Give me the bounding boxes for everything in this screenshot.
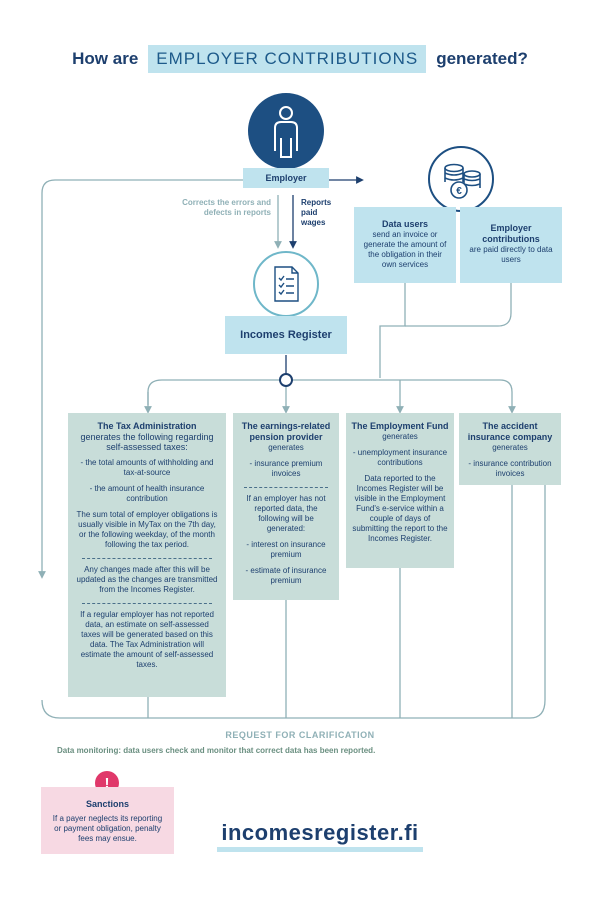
request-for-clarification-label: REQUEST FOR CLARIFICATION: [225, 730, 375, 740]
data-users-text: send an invoice or generate the amount o…: [363, 230, 447, 269]
employer-contributions-box: Employer contributions are paid directly…: [460, 207, 562, 283]
tax-paragraph-estimate: If a regular employer has not reported d…: [80, 610, 214, 669]
tax-item-withholding: - the total amounts of withholding and t…: [80, 458, 214, 477]
accident-sub: generates: [492, 443, 528, 452]
employment-fund-sub: generates: [382, 432, 418, 441]
corrects-label: Corrects the errors and defects in repor…: [182, 198, 271, 217]
employer-label: Employer: [265, 173, 307, 183]
pension-item-invoices: - insurance premium invoices: [249, 459, 323, 478]
pension-provider-box: The earnings-related pension provider ge…: [233, 413, 339, 600]
title-highlight: EMPLOYER CONTRIBUTIONS: [148, 45, 427, 73]
tax-administration-box: The Tax Administration generates the fol…: [68, 413, 226, 697]
divider: [82, 603, 212, 604]
data-users-heading: Data users: [381, 219, 429, 229]
title-suffix: generated?: [436, 49, 528, 68]
sanctions-text: If a payer neglects its reporting or pay…: [52, 814, 163, 843]
employment-fund-heading: The Employment Fund: [351, 421, 449, 431]
incomes-register-label: Incomes Register: [240, 329, 332, 341]
employer-contributions-text: are paid directly to data users: [469, 245, 553, 264]
pension-item-estimate: - estimate of insurance premium: [245, 566, 327, 585]
incomes-register-box: Incomes Register: [225, 316, 347, 354]
exclamation-glyph: !: [104, 774, 110, 792]
pension-paragraph: If an employer has not reported data, th…: [246, 494, 326, 533]
checklist-document-icon: [253, 251, 319, 317]
employer-box: Employer: [243, 168, 329, 188]
pension-item-interest: - interest on insurance premium: [246, 540, 326, 559]
pension-heading: The earnings-related pension provider: [241, 421, 331, 442]
svg-text:€: €: [456, 186, 462, 197]
sanctions-heading: Sanctions: [85, 799, 129, 809]
tax-sub: generates the following regarding self-a…: [80, 432, 214, 452]
tax-item-health: - the amount of health insurance contrib…: [89, 484, 205, 503]
junction-node: [279, 373, 293, 387]
accident-heading: The accident insurance company: [467, 421, 553, 442]
employment-fund-paragraph: Data reported to the Incomes Register wi…: [352, 474, 448, 543]
tax-heading: The Tax Administration: [97, 421, 197, 431]
divider: [244, 487, 328, 488]
data-monitoring-text: Data monitoring: data users check and mo…: [57, 746, 376, 755]
employer-contributions-heading: Employer contributions: [482, 223, 540, 244]
reports-label: Reports paid wages: [301, 198, 332, 227]
data-users-box: Data users send an invoice or generate t…: [354, 207, 456, 283]
person-icon: [248, 93, 324, 169]
sanctions-box: Sanctions If a payer neglects its report…: [41, 787, 174, 854]
page-title: How are EMPLOYER CONTRIBUTIONS generated…: [0, 44, 600, 74]
title-prefix: How are: [72, 49, 139, 68]
employment-fund-item: - unemployment insurance contributions: [352, 448, 448, 467]
pension-sub: generates: [268, 443, 304, 452]
tax-paragraph-mytax: The sum total of employer obligations is…: [76, 510, 218, 549]
accident-insurance-box: The accident insurance company generates…: [459, 413, 561, 485]
site-link[interactable]: incomesregister.fi: [221, 820, 419, 845]
coins-euro-icon: €: [428, 146, 494, 212]
employment-fund-box: The Employment Fund generates - unemploy…: [346, 413, 454, 568]
divider: [82, 558, 212, 559]
accident-item: - insurance contribution invoices: [468, 459, 552, 478]
tax-paragraph-changes: Any changes made after this will be upda…: [76, 565, 218, 594]
